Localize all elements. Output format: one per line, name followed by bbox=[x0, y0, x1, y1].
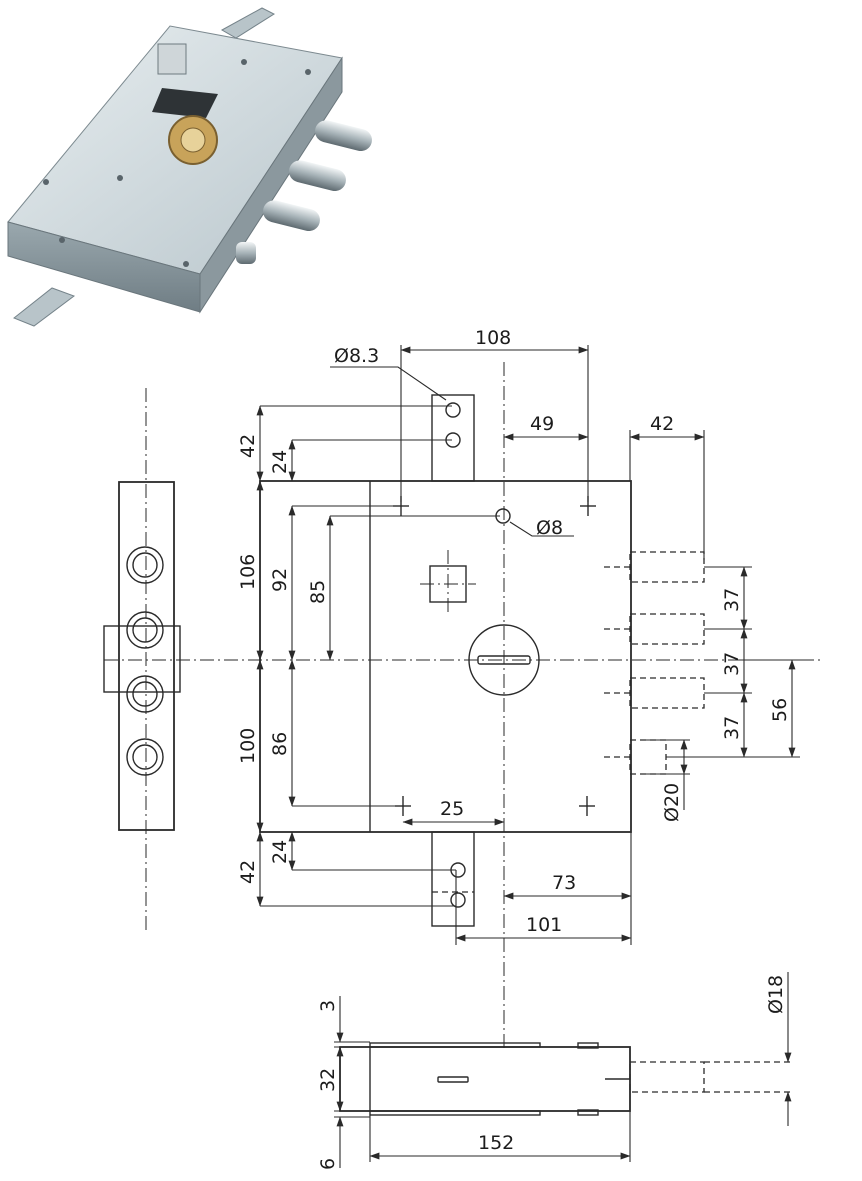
faceplate-bolt-holes bbox=[126, 546, 164, 776]
label-92: 92 bbox=[269, 568, 291, 592]
label-86: 86 bbox=[269, 732, 291, 756]
bolts bbox=[236, 120, 372, 264]
label-106: 106 bbox=[237, 554, 259, 590]
label-d18: Ø18 bbox=[765, 975, 787, 1014]
label-37-b: 37 bbox=[721, 652, 743, 676]
faceplate-side-view bbox=[103, 388, 820, 930]
label-37-c: 37 bbox=[721, 716, 743, 740]
latch-window bbox=[152, 88, 218, 118]
cylinder-hole bbox=[468, 624, 540, 696]
label-42-top: 42 bbox=[237, 434, 259, 458]
dimension-labels: Ø8.3 108 49 42 Ø8 25 73 101 152 42 24 10… bbox=[237, 327, 791, 1170]
label-6: 6 bbox=[317, 1158, 339, 1170]
lock-body-front-view bbox=[259, 362, 705, 1050]
bottom-strike-plate bbox=[13, 287, 76, 327]
bolts-front-view bbox=[604, 551, 705, 775]
key-mechanism bbox=[157, 43, 187, 75]
label-101: 101 bbox=[526, 914, 562, 936]
label-24-top: 24 bbox=[269, 450, 291, 474]
lock-product-photo bbox=[7, 7, 372, 327]
label-3: 3 bbox=[317, 1000, 339, 1012]
label-42-bolts: 42 bbox=[650, 413, 674, 435]
label-100: 100 bbox=[237, 728, 259, 764]
label-32: 32 bbox=[317, 1068, 339, 1092]
label-25: 25 bbox=[440, 798, 464, 820]
label-37-a: 37 bbox=[721, 588, 743, 612]
label-d20: Ø20 bbox=[661, 783, 683, 822]
lock-case-end bbox=[199, 56, 343, 314]
label-d8-3: Ø8.3 bbox=[334, 345, 379, 367]
label-56: 56 bbox=[769, 698, 791, 722]
label-d8: Ø8 bbox=[536, 517, 563, 539]
label-24-bot: 24 bbox=[269, 840, 291, 864]
label-85: 85 bbox=[307, 580, 329, 604]
label-49: 49 bbox=[530, 413, 554, 435]
label-108: 108 bbox=[475, 327, 511, 349]
label-42-bot: 42 bbox=[237, 860, 259, 884]
dimension-lines bbox=[256, 345, 800, 945]
label-73: 73 bbox=[552, 872, 576, 894]
section-view bbox=[334, 972, 792, 1168]
label-152: 152 bbox=[478, 1132, 514, 1154]
top-strike-plate bbox=[220, 7, 276, 39]
